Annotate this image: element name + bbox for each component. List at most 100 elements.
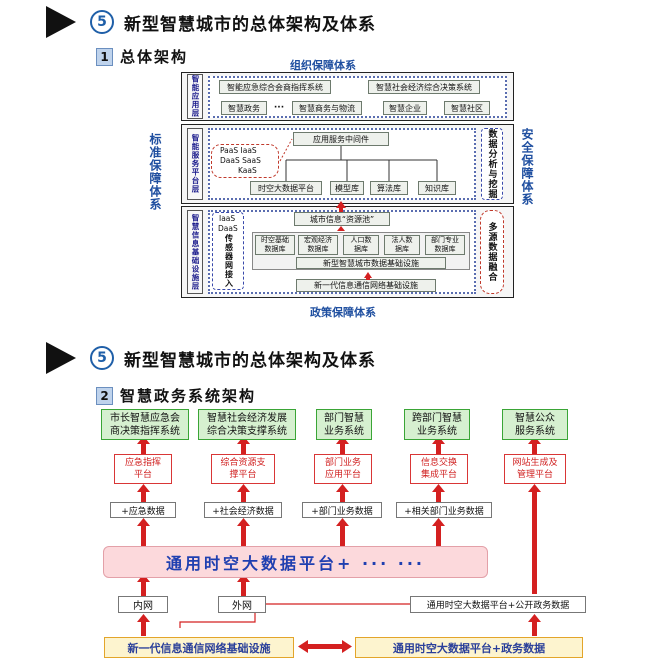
arrow-stem-16 [241,580,246,596]
smart-commerce-box: 智慧商务与物流 [292,101,362,115]
iaas-sensor-group [212,212,244,290]
arrow-head-18 [528,614,541,622]
arrow-head-16 [237,574,250,582]
smart-gov-box: 智慧政务 [221,101,267,115]
arrow-head-10 [137,518,150,526]
policy-guarantee-label: 政策保障体系 [310,306,376,319]
arrow-head-4 [432,436,445,444]
extranet-box: 外网 [218,596,266,613]
subsection-title-1: 总体架构 [120,48,189,66]
double-arrow-left-head [298,640,308,653]
slide1-title: 新型智慧城市的总体架构及体系 [124,15,376,35]
city-data-infrastructure-box: 新型智慧城市数据基础设施 [296,257,446,269]
cloud-services-group [211,144,279,178]
arrow-head-8 [336,484,349,492]
spatiotemporal-big-data-bar: 通用时空大数据平台+ ··· ··· [103,546,488,578]
intranet-box: 内网 [118,596,168,613]
app-middleware-box: 应用服务中间件 [293,132,389,146]
arrow-stem-12 [340,524,345,546]
double-arrow-right-head [342,640,352,653]
platform-website-management: 网站生成及 管理平台 [504,454,566,484]
cloud-services-line1: PaaS IaaS [220,146,257,155]
spatiotemporal-db: 时空基础 数据库 [255,235,295,255]
arrow-head-13 [432,518,445,526]
arrow-stem-7 [241,490,246,502]
arrow-stem-14 [532,490,537,594]
arrow-stem-5 [532,442,537,458]
arrow-stem-8 [340,490,345,502]
emergency-command-system: 智能应急综合会商指挥系统 [219,80,331,94]
section-number-badge-2: 5 [90,346,114,370]
double-arrow-stem [306,644,344,649]
daas-label: DaaS [218,224,238,233]
org-guarantee-label: 组织保障体系 [290,59,356,72]
arrow-stem-15 [141,580,146,596]
arrow-stem-3 [340,442,345,458]
arrow-head-14 [528,484,541,492]
arrow-head-15 [137,574,150,582]
spatiotemporal-platform-box: 时空大数据平台 [250,181,322,195]
population-db: 人口数 据库 [343,235,379,255]
arrow-head-12 [336,518,349,526]
arrow-head-2 [237,436,250,444]
arrow-stem-11 [241,524,246,546]
service-layer-label: 智能服务平台层 [187,128,203,200]
infra-up-arrow-stem [339,207,343,212]
macro-economy-db: 宏观经济 数据库 [298,235,338,255]
top-system-department: 部门智慧 业务系统 [316,409,372,440]
cloud-connector [279,138,293,162]
subsection-number-2: 2 [96,387,113,405]
standard-guarantee-label: 标准保障体系 [148,133,162,211]
subsection-title-2: 智慧政务系统架构 [120,387,257,405]
platform-resource-support: 综合资源支 撑平台 [211,454,275,484]
arrow-stem-6 [141,490,146,502]
top-system-mayor-emergency: 市长智慧应急会 商决策指挥系统 [101,409,189,440]
network-infrastructure-box-2: 新一代信息通信网络基础设施 [104,637,294,658]
top-system-public-service: 智慧公众 服务系统 [502,409,568,440]
top-system-social-economy: 智慧社会经济发展 综合决策支撑系统 [198,409,296,440]
arrow-stem-10 [141,524,146,546]
security-guarantee-label: 安全保障体系 [520,128,534,206]
platform-info-exchange: 信息交换 集成平台 [410,454,468,484]
pool-up-arrow [337,226,345,231]
spatiotemporal-gov-data-box: 通用时空大数据平台+政务数据 [355,637,583,658]
legal-person-db: 法人数 据库 [384,235,420,255]
arrow-head-6 [137,484,150,492]
smart-enterprise-box: 智慧企业 [383,101,427,115]
slide2-title: 新型智慧城市的总体架构及体系 [124,351,376,371]
arrow-stem-1 [141,442,146,458]
arrow-stem-2 [241,442,246,458]
arrow-stem-4 [436,442,441,458]
arrow-head-3 [336,436,349,444]
cloud-services-line2: DaaS SaaS [220,156,261,165]
arrow-stem-17 [141,620,146,636]
model-library-box: 模型库 [330,181,364,195]
platform-department-apps: 部门业务 应用平台 [314,454,372,484]
network-up-arrow [364,272,372,278]
arrow-head-1 [137,436,150,444]
arrow-head-17 [137,614,150,622]
social-economic-decision-system: 智慧社会经济综合决策系统 [368,80,480,94]
arrow-head-5 [528,436,541,444]
arrow-head-11 [237,518,250,526]
subsection-number-1: 1 [96,48,113,66]
infrastructure-layer-label: 智慧信息基础设施层 [187,210,203,294]
header-triangle-1 [46,6,76,38]
department-db: 部门专业 数据库 [425,235,465,255]
app-ellipsis: ··· [273,103,285,113]
smart-community-box: 智慧社区 [444,101,490,115]
data-social-economy: +社会经济数据 [204,502,282,518]
knowledge-library-box: 知识库 [418,181,456,195]
sensor-network-label: 传感器网接入 [224,234,234,288]
algorithm-library-box: 算法库 [370,181,408,195]
iaas-label: IaaS [219,214,236,223]
slide1-connectors [279,138,438,280]
arrow-head-7 [237,484,250,492]
multisource-fusion-box: 多源数据融合 [480,210,504,294]
data-department: +部门业务数据 [302,502,382,518]
infra-up-arrow [336,201,346,208]
arrow-stem-18 [532,620,537,636]
arrow-head-9 [432,484,445,492]
network-up-arrow-stem [366,277,370,280]
